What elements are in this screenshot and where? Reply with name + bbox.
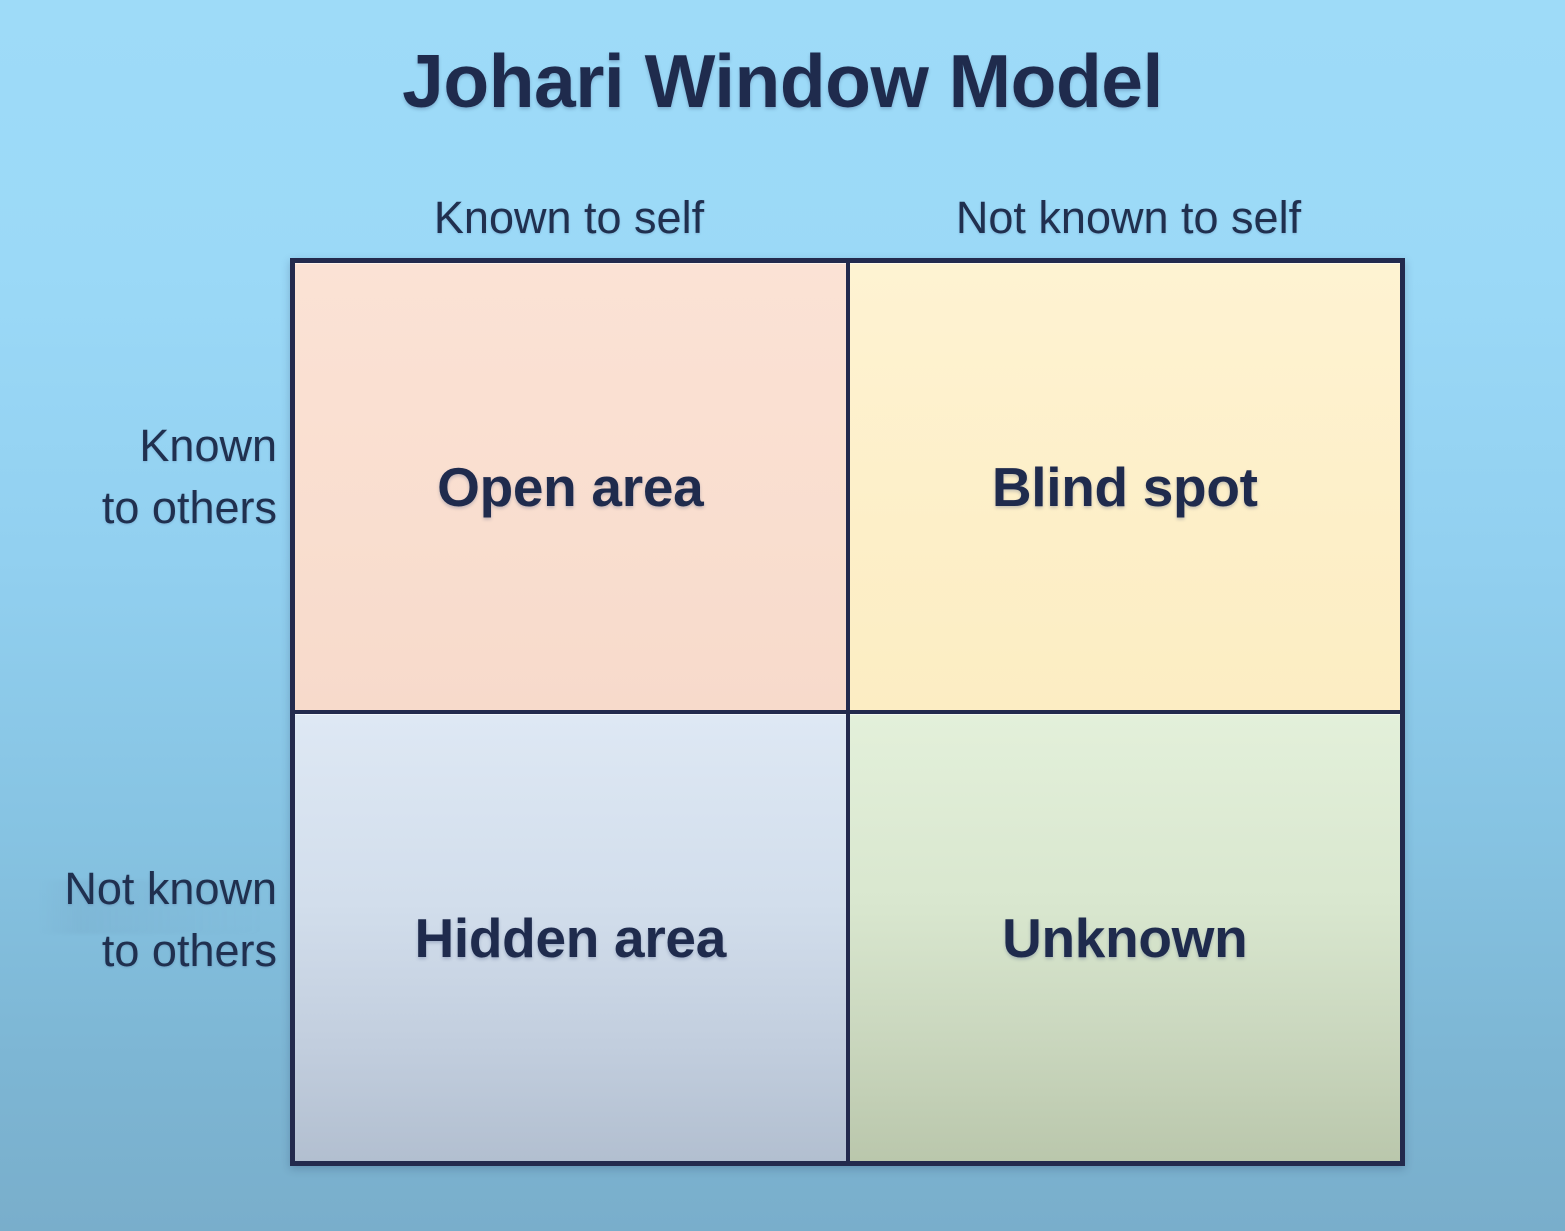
quadrant-open-area: Open area [295,263,846,710]
quadrant-unknown: Unknown [849,714,1400,1161]
row-label-not-known-to-others: Not known to others [64,858,277,982]
row-label-line-1: Known [139,420,277,471]
quadrant-label-hidden-area: Hidden area [414,906,727,969]
column-header-known-to-self: Known to self [433,192,705,243]
column-header-not-known-to-self: Not known to self [955,192,1302,243]
row-label-known-to-others: Known to others [102,415,277,539]
quadrant-label-open-area: Open area [437,455,704,518]
quadrant-label-unknown: Unknown [1002,906,1248,969]
page-title: Johari Window Model [402,39,1163,123]
row-label-line-1: Not known [64,863,277,914]
quadrant-hidden-area: Hidden area [295,714,846,1161]
quadrant-blind-spot: Blind spot [849,263,1400,710]
row-label-line-2: to others [101,482,277,534]
row-label-line-2: to others [101,925,277,977]
quadrant-label-blind-spot: Blind spot [991,455,1258,518]
quadrant-grid: Open area Blind spot Hidden area Unknown [290,258,1405,1166]
